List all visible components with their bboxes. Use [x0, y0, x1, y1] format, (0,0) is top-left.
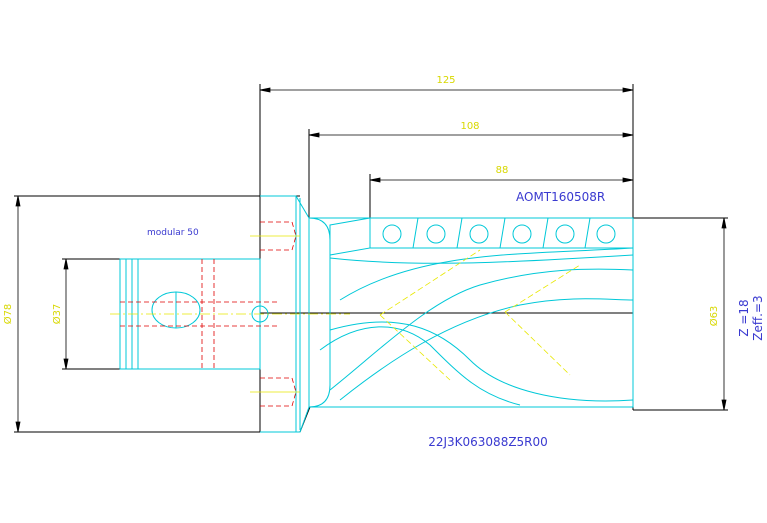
dim-cutting-length: 88	[496, 165, 509, 176]
dim-total-length: 125	[436, 75, 455, 86]
dim-108: 108	[460, 121, 479, 132]
label-adapter: modular 50	[147, 228, 199, 238]
label-teeth: Z =18	[737, 299, 751, 336]
label-part-number: 22J3K063088Z5R00	[428, 435, 548, 449]
dim-shank-diameter: Ø37	[51, 304, 63, 325]
label-effective-teeth: Zeff.=3	[751, 295, 765, 340]
dim-cutting-diameter: Ø63	[708, 306, 720, 327]
outline-geometry	[14, 84, 728, 433]
dim-flange-diameter: Ø78	[2, 304, 14, 325]
label-insert: AOMT160508R	[516, 190, 605, 204]
dimension-lines	[15, 87, 727, 433]
hidden-lines	[120, 221, 297, 407]
center-lines	[110, 235, 581, 393]
